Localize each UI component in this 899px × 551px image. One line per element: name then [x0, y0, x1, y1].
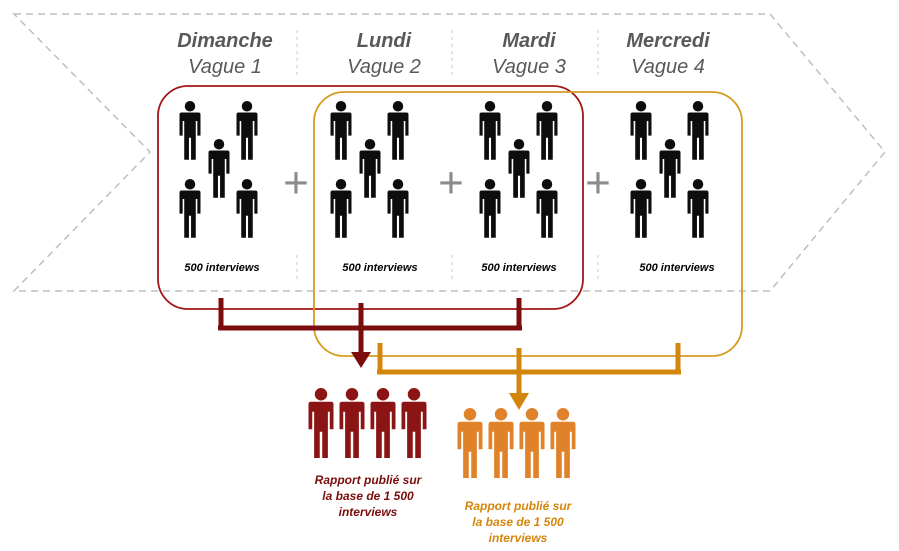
person-icon — [630, 179, 652, 238]
report-line: la base de 1 500 — [322, 489, 414, 503]
wave-label: Vague 4 — [631, 56, 705, 78]
group-box-report2 — [313, 91, 743, 357]
report-line: interviews — [488, 531, 548, 545]
person-icon — [687, 101, 709, 160]
day-header-4: Mercredi Vague 4 — [593, 28, 743, 80]
person-icon — [401, 388, 427, 458]
person-icon — [536, 101, 558, 160]
person-icon — [488, 408, 514, 478]
person-icon — [479, 179, 501, 238]
person-icon — [387, 179, 409, 238]
person-icon — [550, 408, 576, 478]
day-header-2: Lundi Vague 2 — [309, 28, 459, 80]
person-icon — [236, 101, 258, 160]
group-box-report1 — [157, 85, 584, 310]
person-icon — [308, 388, 334, 458]
person-icon — [630, 101, 652, 160]
day-header-3: Mardi Vague 3 — [454, 28, 604, 80]
interview-count-3: 500 interviews — [481, 262, 557, 274]
person-icon — [387, 101, 409, 160]
interview-count-2: 500 interviews — [342, 262, 418, 274]
interview-count-4: 500 interviews — [639, 262, 715, 274]
person-icon — [179, 179, 201, 238]
report-line: interviews — [338, 505, 398, 519]
plus-sign: + — [438, 159, 464, 208]
report-line: Rapport publié sur — [464, 499, 572, 513]
timeline-chevron-band — [12, 13, 886, 292]
day-header-1: Dimanche Vague 1 — [150, 28, 300, 80]
person-icon — [659, 139, 681, 198]
report-caption-2: Rapport publié sur la base de 1 500 inte… — [438, 498, 598, 546]
plus-sign: + — [585, 159, 611, 208]
wave-label: Vague 2 — [347, 56, 421, 78]
person-icon — [359, 139, 381, 198]
person-icon — [519, 408, 545, 478]
connector-report2 — [377, 343, 681, 395]
day-name: Dimanche — [177, 30, 273, 52]
report-caption-1: Rapport publié sur la base de 1 500 inte… — [288, 472, 448, 520]
person-icon — [508, 139, 530, 198]
day-name: Lundi — [356, 30, 412, 52]
wave-label: Vague 1 — [188, 56, 262, 78]
person-icon — [208, 139, 230, 198]
person-icon — [330, 101, 352, 160]
wave-label: Vague 3 — [492, 56, 566, 78]
arrow-down-icon — [351, 352, 371, 368]
person-icon — [370, 388, 396, 458]
person-icon — [687, 179, 709, 238]
arrow-down-icon — [509, 393, 529, 410]
person-icon — [179, 101, 201, 160]
interview-count-1: 500 interviews — [184, 262, 260, 274]
report-line: la base de 1 500 — [472, 515, 564, 529]
person-icon — [457, 408, 483, 478]
person-icon — [339, 388, 365, 458]
person-icon — [536, 179, 558, 238]
person-icon — [330, 179, 352, 238]
connector-report1 — [218, 298, 522, 355]
day-name: Mercredi — [626, 30, 710, 52]
report-line: Rapport publié sur — [314, 473, 422, 487]
person-icon — [236, 179, 258, 238]
person-icon — [479, 101, 501, 160]
day-name: Mardi — [502, 30, 556, 52]
plus-sign: + — [283, 159, 309, 208]
